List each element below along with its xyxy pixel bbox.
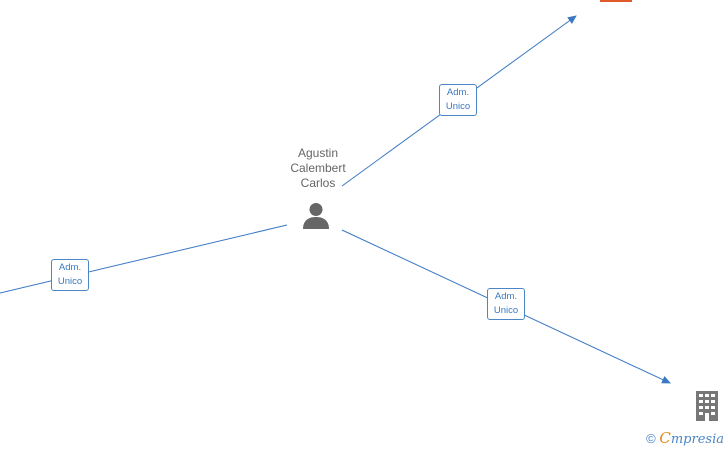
person-icon[interactable] — [301, 201, 331, 231]
copyright-symbol: © — [646, 431, 656, 446]
brand-logo: Cmpresia — [659, 429, 724, 447]
person-name-line-1: Agustin — [297, 146, 339, 160]
person-name[interactable]: Agustin Calembert Carlos — [268, 146, 368, 191]
edge-label-bottom-right[interactable]: Adm. Unico — [487, 288, 525, 320]
edge-label-role-detail: Unico — [57, 276, 83, 287]
edge-label-role-detail: Unico — [445, 101, 471, 112]
copyright-footer: © Cmpresia — [646, 429, 724, 447]
edge-label-top-right[interactable]: Adm. Unico — [439, 84, 477, 116]
person-name-line-2: Calembert — [290, 161, 346, 175]
building-icon[interactable] — [694, 389, 720, 421]
edge-label-role: Adm. — [446, 87, 470, 98]
edge-line-left[interactable] — [0, 224, 288, 294]
edge-label-role: Adm. — [494, 291, 518, 302]
brand-logo-rest: mpresia — [670, 432, 724, 447]
person-name-line-3: Carlos — [300, 176, 336, 190]
edge-label-left[interactable]: Adm. Unico — [51, 259, 89, 291]
offscreen-node-marker — [600, 0, 632, 2]
brand-logo-initial: C — [659, 429, 671, 447]
edge-label-role-detail: Unico — [493, 305, 519, 316]
edge-label-role: Adm. — [58, 262, 82, 273]
